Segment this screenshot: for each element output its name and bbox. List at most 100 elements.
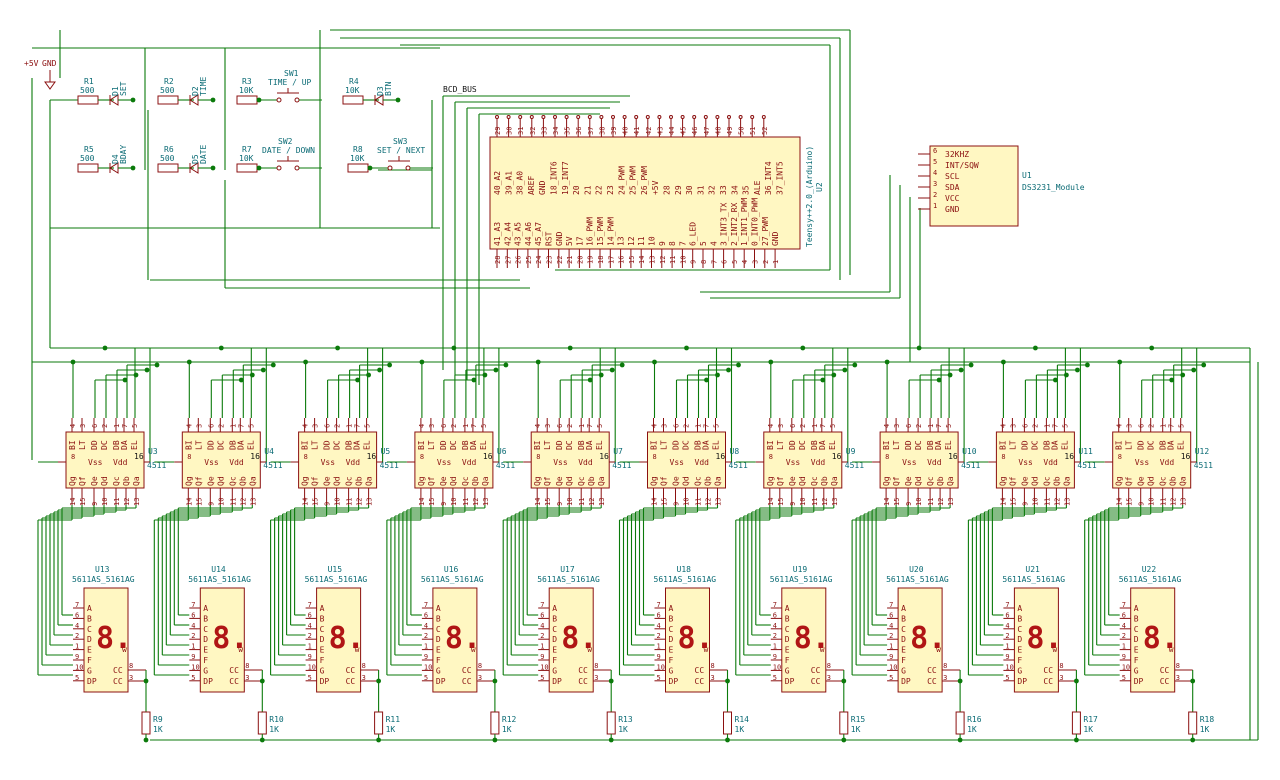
junction-dot xyxy=(130,97,136,103)
display-pin-num: 10 xyxy=(75,663,83,671)
display-part: 5611AS_5161AG xyxy=(770,575,833,584)
rtc-pin-num: 1 xyxy=(933,202,937,210)
display-pin-label: D xyxy=(203,635,208,644)
display-cc-pin-num: 8 xyxy=(362,662,366,670)
display-cc-label: CC xyxy=(927,666,937,675)
decoder-top-pin-num: 4 xyxy=(883,424,891,428)
junction-dot xyxy=(704,377,709,383)
bottom-resistor-value: 1K xyxy=(851,725,861,734)
switch-resistor-ref: R7 xyxy=(242,145,252,154)
display-pin-label: G xyxy=(436,666,441,675)
display-pin-label: F xyxy=(87,656,92,665)
pin-end xyxy=(692,115,697,119)
decoder-top-pin-num: 2 xyxy=(101,424,109,428)
seven-segment-sub: w xyxy=(471,645,476,654)
pin-end xyxy=(611,115,615,119)
switch-contact xyxy=(276,97,282,103)
rtc-pin-label: SCL xyxy=(945,172,960,181)
teensy-top-pin-label: 29 xyxy=(674,185,683,195)
junction-dot xyxy=(377,367,382,373)
pin-end xyxy=(715,115,720,119)
decoder-bottom-pin-num: 11 xyxy=(927,498,935,506)
display-pin-num: 2 xyxy=(191,632,195,640)
pin-end xyxy=(518,115,523,119)
display-pin-label: C xyxy=(87,625,92,634)
decoder-ref: U12 xyxy=(1195,447,1210,456)
junction-dot xyxy=(1201,362,1207,368)
bottom-resistor-ref: R9 xyxy=(153,715,163,724)
junction-dot xyxy=(619,362,625,368)
decoder-top-pin-num: 1 xyxy=(1043,424,1051,428)
decoder-bottom-pin-num: 12 xyxy=(1053,498,1061,506)
decoder-bottom-pin-label: Qd xyxy=(565,476,574,486)
display-pin-label: A xyxy=(203,604,208,613)
decoder-right-pin-num: 16 xyxy=(1181,452,1191,461)
decoder-vdd-label: Vdd xyxy=(113,458,128,467)
bottom-resistor-body xyxy=(1071,711,1081,735)
junction-dot xyxy=(957,737,963,743)
bottom-resistor-ref: R15 xyxy=(851,715,866,724)
decoder-top-pin-label: EL xyxy=(944,440,953,450)
junction-dot xyxy=(387,362,392,368)
display-pin-label: B xyxy=(436,614,441,623)
decoder-bottom-pin-num: 9 xyxy=(91,502,99,506)
decoder-vdd-label: Vdd xyxy=(578,458,593,467)
decoder-bottom-pin-num: 9 xyxy=(1021,502,1029,506)
display-pin-label: C xyxy=(320,625,325,634)
junction-dot xyxy=(1074,678,1079,684)
resistor-body xyxy=(157,163,179,173)
decoder-left-pin-num: 8 xyxy=(536,453,540,461)
decoder-top-pin-label: DB xyxy=(694,440,703,450)
display-cc-label: CC xyxy=(462,677,472,686)
display-cc-label: CC xyxy=(229,666,239,675)
decoder-bottom-pin-label: Qb xyxy=(122,476,131,486)
decoder-top-pin-label: DD xyxy=(323,440,332,450)
decoder-bottom-pin-num: 15 xyxy=(777,498,785,506)
junction-dot xyxy=(143,737,149,743)
decoder-top-pin-num: 1 xyxy=(811,424,819,428)
display-pin-label: DP xyxy=(669,677,679,686)
led-ref: D5 xyxy=(191,154,200,164)
display-pin-num: 4 xyxy=(889,622,893,630)
decoder-top-pin-label: LT xyxy=(78,440,87,450)
decoder-top-pin-num: 6 xyxy=(440,424,448,428)
display-pin-num: 5 xyxy=(75,674,79,682)
display-cc-pin-num: 8 xyxy=(478,662,482,670)
seven-segment-sub: w xyxy=(1052,645,1057,654)
decoder-bottom-pin-num: 15 xyxy=(544,498,552,506)
decoder-4511-body xyxy=(879,431,959,489)
decoder-top-pin-num: 2 xyxy=(799,424,807,428)
display-pin-label: G xyxy=(785,666,790,675)
display-cc-label: CC xyxy=(695,677,705,686)
display-pin-num: 10 xyxy=(773,663,781,671)
teensy-bottom-pin-label: 15_PWM xyxy=(596,217,605,246)
display-pin-num: 7 xyxy=(191,601,195,609)
teensy-bottom-pin-label: 41_A3 xyxy=(493,222,502,246)
junction-dot xyxy=(598,372,604,378)
display-pin-label: A xyxy=(785,604,790,613)
teensy-bottom-pin-num: 10 xyxy=(679,256,687,264)
display-pin-num: 4 xyxy=(540,622,544,630)
display-pin-num: 2 xyxy=(1005,632,1009,640)
switch-contact xyxy=(294,97,300,103)
teensy-top-pin-label: ALE xyxy=(753,180,762,195)
decoder-bottom-pin-num: 14 xyxy=(418,498,426,506)
bottom-resistor-value: 1K xyxy=(735,725,745,734)
decoder-top-pin-num: 3 xyxy=(312,424,320,428)
decoder-bottom-pin-label: Qc xyxy=(112,476,121,486)
teensy-bottom-pin-label: 42_A4 xyxy=(503,222,512,246)
bottom-resistor-ref: R16 xyxy=(967,715,982,724)
decoder-ref: U9 xyxy=(846,447,856,456)
display-pin-label: DP xyxy=(1017,677,1027,686)
display-pin-num: 1 xyxy=(1005,643,1009,651)
gnd-label: GND xyxy=(42,59,57,68)
decoder-top-pin-num: 7 xyxy=(703,424,711,428)
display-pin-num: 4 xyxy=(75,622,79,630)
teensy-bottom-pin-label: 11 xyxy=(637,236,646,246)
teensy-top-pin-num: 40 xyxy=(622,127,630,135)
teensy-top-pin-num: 39 xyxy=(610,127,618,135)
